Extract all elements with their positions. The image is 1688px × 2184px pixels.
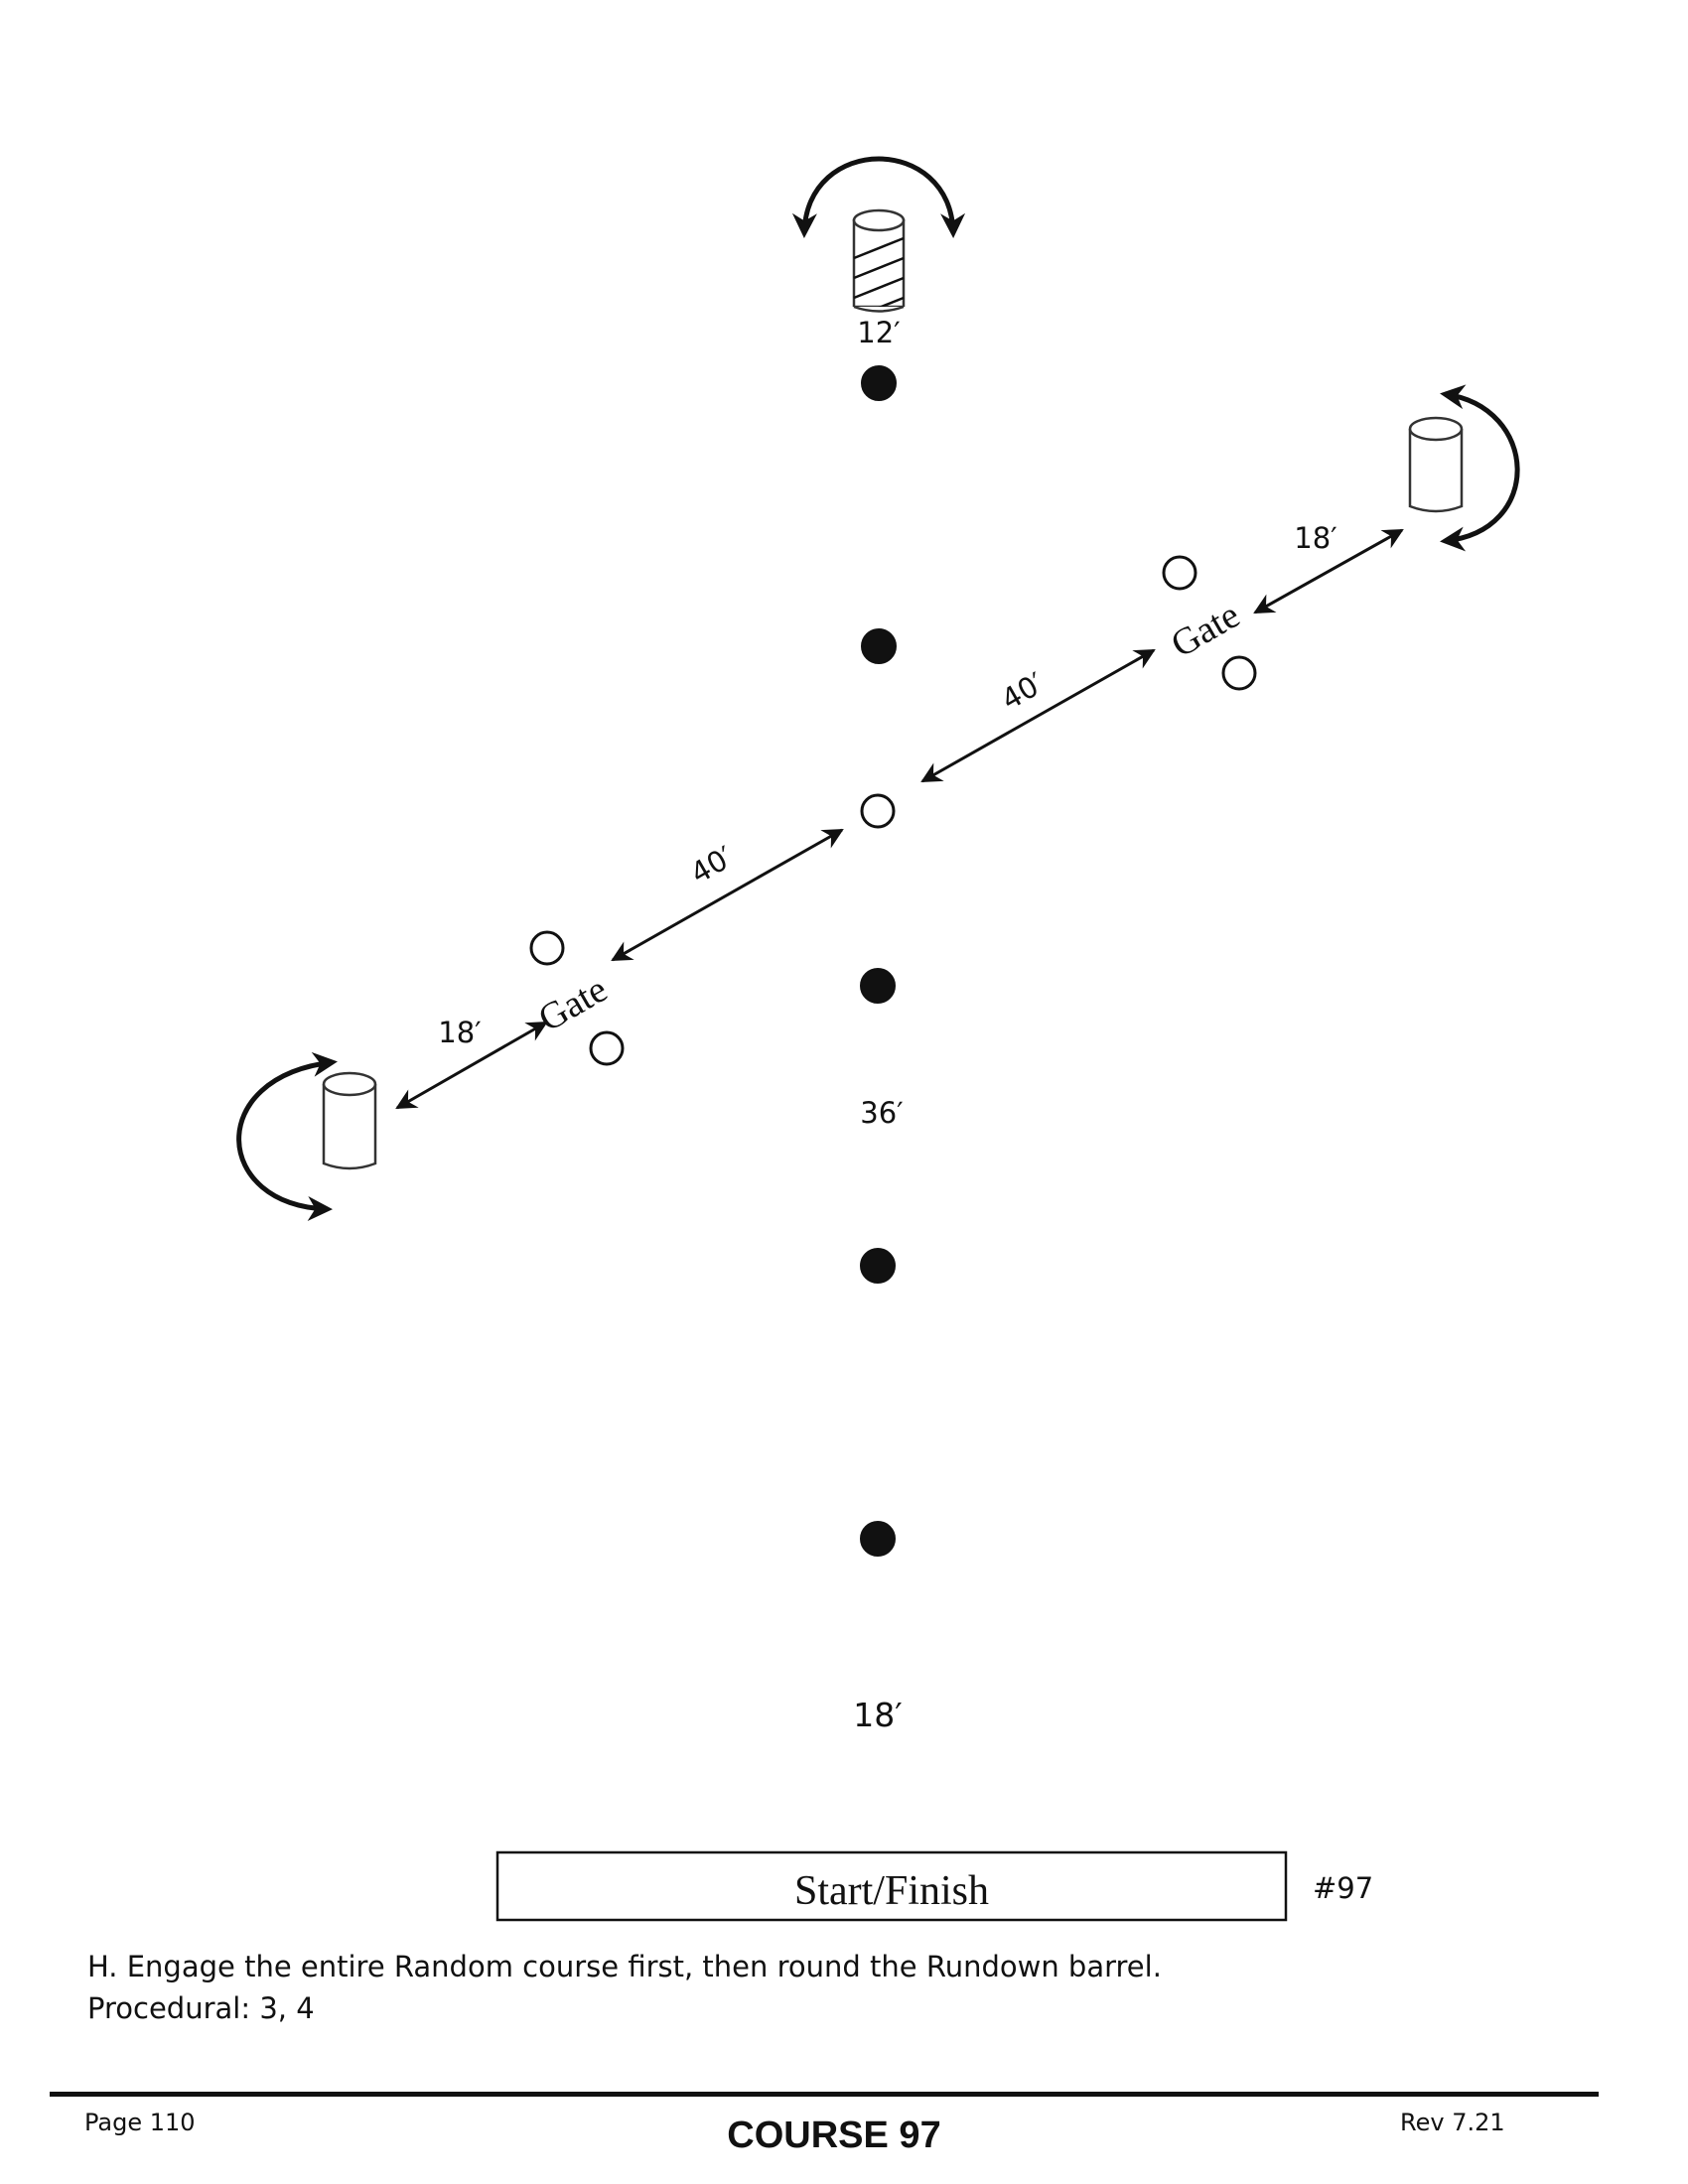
right-barrel-dimension-arrow	[1253, 528, 1404, 614]
left-barrel	[236, 1051, 377, 1221]
left-turn-arrow	[236, 1051, 338, 1221]
center-cone	[860, 793, 896, 829]
solid-marker	[861, 365, 897, 401]
right-gate-label: Gate	[1164, 594, 1246, 665]
center-distance-label: 36′	[860, 1096, 904, 1130]
left-barrel-dimension-arrow	[395, 1021, 548, 1110]
right-turn-arrow	[1440, 384, 1520, 552]
right-barrel-distance-label: 18′	[1294, 521, 1337, 555]
solid-marker	[860, 968, 896, 1004]
bottom-distance-label: 18′	[853, 1696, 902, 1734]
left-barrel-distance-label: 18′	[438, 1016, 482, 1049]
top-barrel-distance-label: 12′	[857, 316, 901, 349]
course-instructions: H. Engage the entire Random course first…	[87, 1946, 1378, 2029]
procedural-line: Procedural: 3, 4	[87, 1991, 315, 2025]
page-number: Page 110	[84, 2109, 196, 2136]
start-finish-box	[495, 1850, 1288, 1922]
top-turn-arrow	[791, 156, 966, 238]
left-gate-label: Gate	[531, 968, 614, 1039]
course-number-label: #97	[1313, 1871, 1373, 1905]
right-gate-distance-label: 40′	[996, 666, 1051, 717]
left-gate-cone	[529, 930, 565, 966]
solid-marker	[861, 628, 897, 664]
right-gate-cone	[1162, 555, 1197, 591]
revision-label: Rev 7.21	[1400, 2109, 1505, 2136]
left-gate-dimension-arrow	[611, 828, 844, 962]
start-finish-label: Start/Finish	[794, 1868, 989, 1914]
left-gate-cone	[589, 1030, 625, 1066]
right-gate-dimension-arrow	[920, 648, 1156, 783]
footer-divider	[50, 2092, 1599, 2097]
course-title: COURSE 97	[727, 2115, 941, 2156]
right-barrel	[1408, 384, 1520, 552]
instruction-line: H. Engage the entire Random course first…	[87, 1950, 1162, 1983]
rundown-barrel	[791, 156, 966, 313]
left-gate-distance-label: 40′	[685, 840, 740, 890]
right-gate-cone	[1221, 655, 1257, 691]
solid-marker	[860, 1248, 896, 1284]
solid-marker	[860, 1521, 896, 1557]
